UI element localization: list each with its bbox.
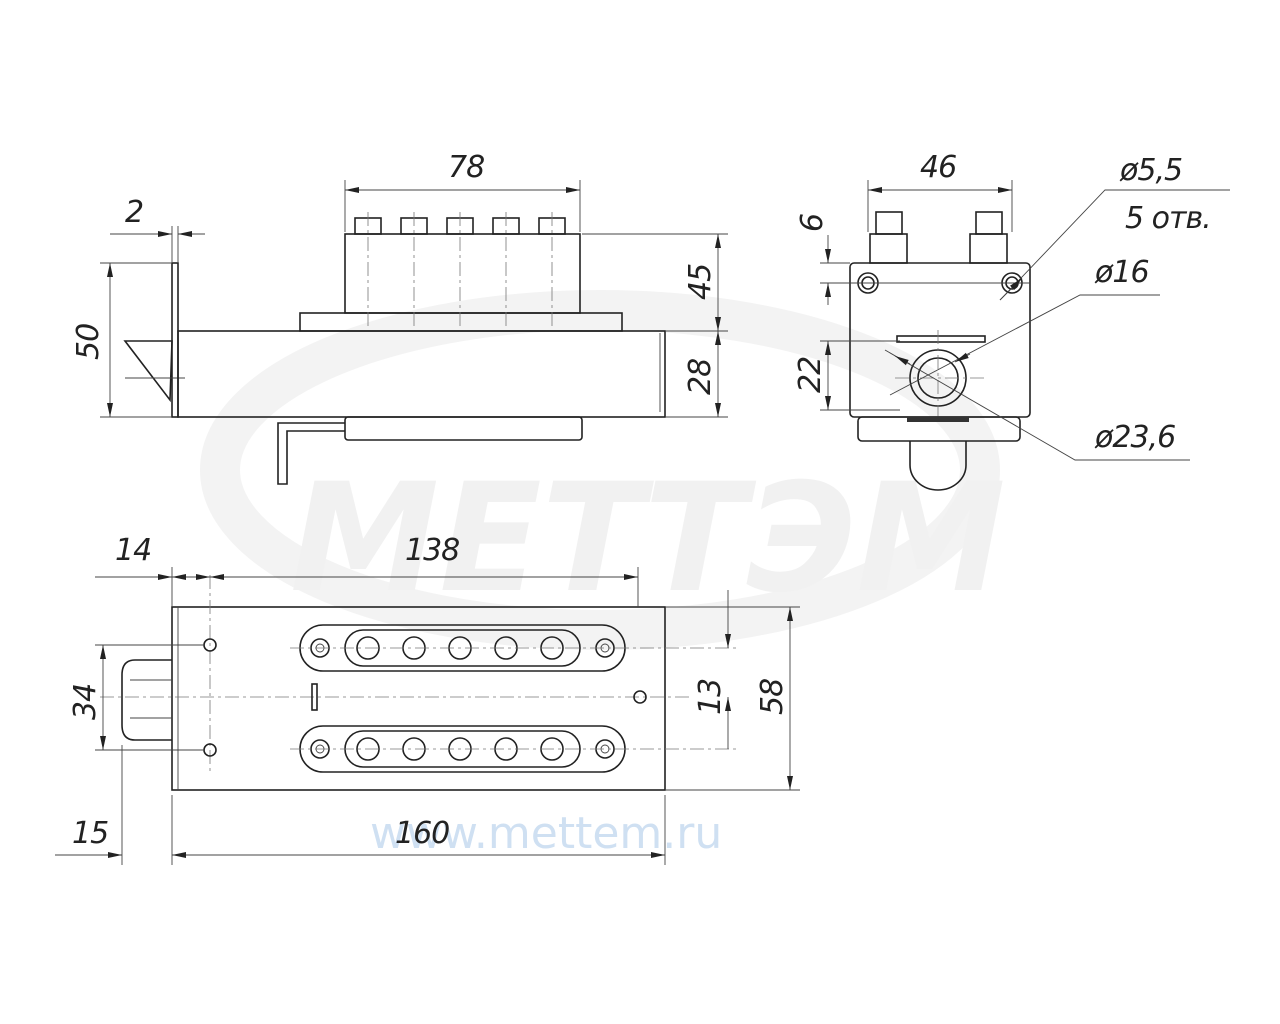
dim-6: 6 <box>795 214 830 232</box>
dim-22: 22 <box>793 357 828 393</box>
dim-hole-dia: ø5,5 <box>1119 153 1182 188</box>
plan-view: 14 138 34 13 58 15 160 <box>55 533 800 865</box>
dim-78: 78 <box>448 150 484 185</box>
plan-body <box>171 606 666 791</box>
dim-13: 13 <box>693 679 728 715</box>
dim-hole-count: 5 отв. <box>1125 201 1211 236</box>
dim-14: 14 <box>115 533 151 568</box>
cap <box>909 441 967 491</box>
dim-50: 50 <box>71 324 106 360</box>
dim-2: 2 <box>125 195 143 230</box>
side-view: 78 2 50 45 28 <box>71 150 728 485</box>
end-view: 46 6 22 ø5,5 5 отв. ø16 ø23,6 <box>793 150 1230 491</box>
lever <box>277 422 345 485</box>
lower-slot <box>290 725 740 773</box>
dim-15: 15 <box>72 816 108 851</box>
watermark-url: www.mettem.ru <box>370 808 722 859</box>
bottom-housing <box>344 416 583 441</box>
knob <box>121 659 172 741</box>
dim-46: 46 <box>920 150 956 185</box>
terminal-pins <box>354 212 566 330</box>
dim-16: ø16 <box>1094 255 1149 290</box>
mounting-plate <box>171 262 179 418</box>
dim-160: 160 <box>395 816 449 851</box>
dim-23-6: ø23,6 <box>1094 420 1175 455</box>
dim-45: 45 <box>683 264 718 300</box>
dim-34: 34 <box>68 684 103 720</box>
watermark-logo: МЕТТЭМ <box>200 290 1006 650</box>
svg-text:МЕТТЭМ: МЕТТЭМ <box>290 452 1006 626</box>
upper-slot <box>290 624 740 672</box>
dim-28: 28 <box>683 359 718 395</box>
dim-138: 138 <box>405 533 459 568</box>
wedge <box>123 340 173 403</box>
dim-58: 58 <box>755 679 790 715</box>
